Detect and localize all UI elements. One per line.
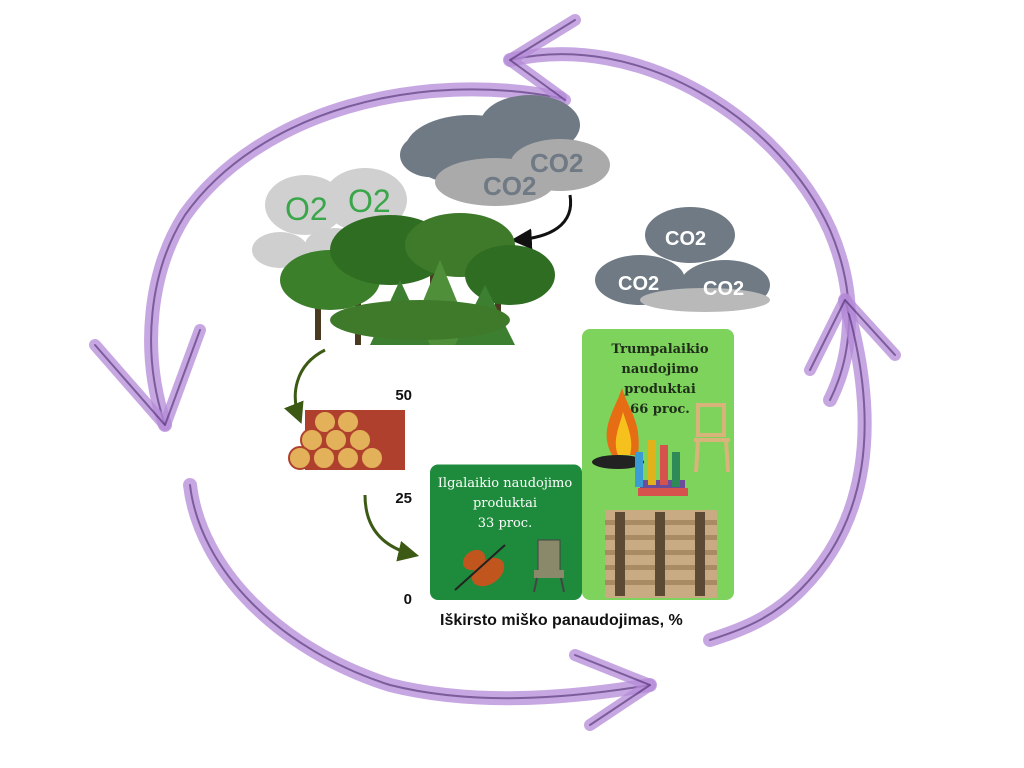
bar-label-line: Ilgalaikio naudojimo (437, 476, 573, 491)
co2-molecule-label: CO2 (530, 148, 583, 178)
cycle-arrows (89, 14, 901, 731)
y-tick-label: 0 (403, 591, 412, 608)
bar-label-value: 66 proc. (630, 402, 690, 417)
forest-to-logs-arrow (284, 348, 326, 424)
y-tick-label: 25 (395, 490, 412, 507)
pallets-icon (605, 510, 717, 598)
x-axis-label: Iškirsto miško panaudojimas, % (440, 612, 683, 629)
cycle-arrow-bottom-right (703, 293, 901, 647)
bar-label-line: naudojimo produktai (621, 362, 699, 397)
bar-label-long-term: Ilgalaikio naudojimo produktai 33 proc. (430, 474, 580, 534)
logs-to-chart-arrow (363, 494, 420, 562)
co2-cloud-icon: CO2 CO2 CO2 (595, 207, 770, 312)
co2-molecule-label: CO2 (665, 228, 706, 250)
o2-molecule-label: O2 (285, 191, 328, 227)
books-icon (635, 440, 688, 496)
co2-molecule-label: CO2 (618, 273, 659, 295)
y-tick-label: 50 (395, 387, 412, 404)
chair-icon (694, 403, 730, 473)
co2-molecule-label: CO2 (483, 171, 536, 201)
bar-label-value: 33 proc. (477, 516, 533, 531)
cycle-arrow-top (89, 82, 567, 432)
bar-label-short-term: Trumpalaikio naudojimo produktai 66 proc… (585, 340, 735, 420)
log-pile-icon (288, 410, 405, 470)
bar-label-line: Trumpalaikio (611, 342, 709, 357)
violin-icon (454, 544, 506, 591)
co2-cloud-icon: CO2 CO2 (400, 95, 610, 206)
antique-chair-icon (533, 539, 565, 593)
fire-icon (592, 388, 644, 469)
co2-to-forest-arrow (510, 194, 573, 250)
cycle-arrow-right (503, 14, 856, 407)
o2-molecule-label: O2 (348, 183, 391, 219)
co2-molecule-label: CO2 (703, 278, 744, 300)
cycle-arrow-bottom (183, 478, 657, 731)
forest-icon (280, 213, 555, 345)
bar-label-line: produktai (472, 496, 538, 511)
